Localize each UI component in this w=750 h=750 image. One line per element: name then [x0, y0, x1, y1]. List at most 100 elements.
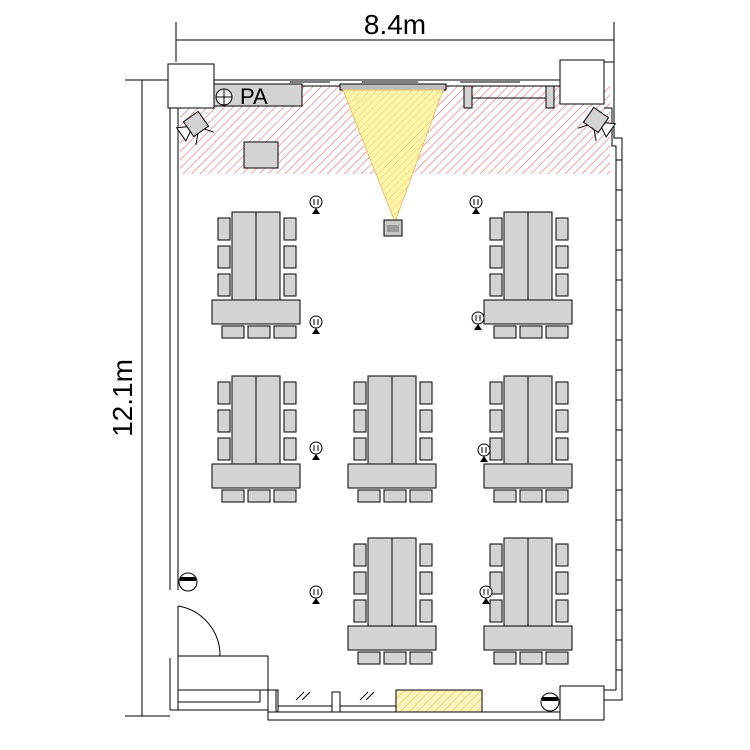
chair	[353, 437, 367, 461]
projector-beam	[342, 89, 444, 224]
chair	[493, 489, 517, 503]
chair	[555, 409, 569, 433]
table	[503, 211, 529, 301]
chair	[545, 489, 569, 503]
chair	[489, 409, 503, 433]
chair	[489, 599, 503, 623]
chair	[489, 217, 503, 241]
camera-icon	[577, 106, 617, 141]
chair	[545, 651, 569, 665]
table-group	[347, 375, 437, 503]
speaker-icon	[215, 88, 233, 106]
chair	[489, 245, 503, 269]
floor-outlet-icon	[309, 195, 323, 214]
floor-outlet-icon	[309, 585, 323, 604]
table	[391, 375, 417, 465]
chair	[555, 273, 569, 297]
height-dimension-label: 12.1m	[107, 359, 138, 437]
table	[231, 211, 257, 301]
chair	[555, 437, 569, 461]
table	[367, 375, 393, 465]
table	[503, 537, 529, 627]
room-walls	[169, 61, 623, 721]
chair	[353, 409, 367, 433]
height-dimension	[125, 79, 170, 717]
chair	[409, 651, 433, 665]
chair	[419, 381, 433, 405]
chair	[353, 599, 367, 623]
chair	[493, 325, 517, 339]
chair	[221, 489, 245, 503]
table-group	[211, 211, 301, 339]
chair	[283, 409, 297, 433]
table	[391, 537, 417, 627]
chair	[217, 381, 231, 405]
floor-outlet-icon	[477, 443, 491, 462]
chair	[555, 571, 569, 595]
chair	[357, 651, 381, 665]
chair	[217, 217, 231, 241]
cross-table	[211, 463, 301, 489]
pa-label: PA	[240, 84, 268, 109]
chair	[555, 599, 569, 623]
floor-outlet-icon	[479, 585, 493, 604]
chair	[493, 651, 517, 665]
table-group	[483, 211, 573, 339]
cross-table	[347, 625, 437, 651]
table	[527, 537, 553, 627]
chair	[357, 489, 381, 503]
chair	[217, 273, 231, 297]
chair	[247, 489, 271, 503]
floor-outlet-icon	[309, 441, 323, 460]
chair	[489, 543, 503, 567]
speaker-icon	[178, 572, 198, 592]
chair	[273, 489, 297, 503]
chair	[419, 543, 433, 567]
chair	[489, 437, 503, 461]
chair	[419, 437, 433, 461]
table	[367, 537, 393, 627]
table	[527, 211, 553, 301]
chair	[217, 437, 231, 461]
podium	[243, 141, 279, 169]
chair	[353, 381, 367, 405]
cross-table	[483, 463, 573, 489]
entrance-mat	[395, 689, 483, 713]
speaker-icon	[540, 692, 560, 712]
bottom-windows	[278, 691, 396, 713]
chair	[283, 217, 297, 241]
chair	[545, 325, 569, 339]
chair	[217, 245, 231, 269]
chair	[419, 599, 433, 623]
right-wall-windows	[616, 159, 622, 671]
projection-screen	[339, 81, 447, 91]
chair	[273, 325, 297, 339]
cross-table	[347, 463, 437, 489]
chair	[383, 651, 407, 665]
table	[255, 211, 281, 301]
chair	[221, 325, 245, 339]
table-group	[211, 375, 301, 503]
cross-table	[211, 299, 301, 325]
equipment-rack	[463, 85, 555, 109]
floor-outlet-icon	[471, 311, 485, 330]
chair	[555, 245, 569, 269]
column-bottom-right	[559, 685, 605, 721]
column-top-right	[559, 59, 605, 105]
table	[255, 375, 281, 465]
chair	[419, 571, 433, 595]
projector-icon	[383, 219, 403, 237]
chair	[489, 381, 503, 405]
chair	[519, 651, 543, 665]
table	[503, 375, 529, 465]
table	[231, 375, 257, 465]
chair	[353, 571, 367, 595]
chair	[283, 437, 297, 461]
chair	[353, 543, 367, 567]
table-group	[483, 375, 573, 503]
floor-outlet-icon	[469, 195, 483, 214]
chair	[489, 273, 503, 297]
column-top-left	[167, 63, 215, 109]
chair	[489, 571, 503, 595]
chair	[555, 543, 569, 567]
